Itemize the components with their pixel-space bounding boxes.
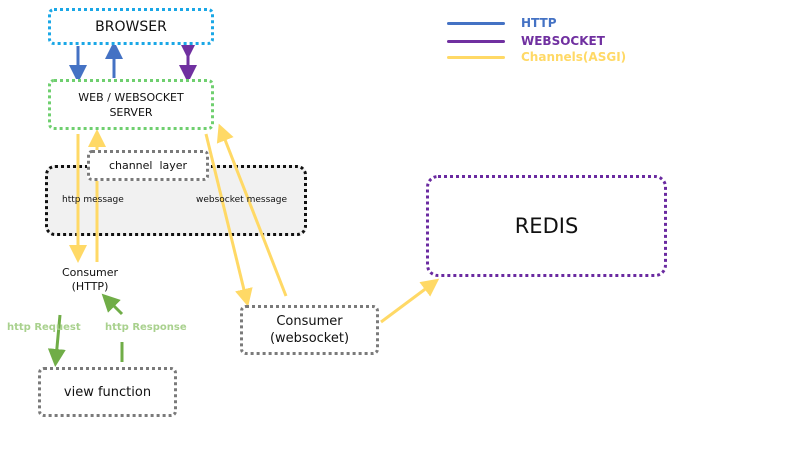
view-request-arrow (47, 314, 66, 367)
redis-label: REDIS (514, 214, 579, 238)
consumer-websocket-label: Consumer (websocket) (269, 314, 350, 346)
legend-websocket: WEBSOCKET (447, 34, 605, 48)
view-function-label: view function (63, 384, 152, 400)
view-response-head (101, 293, 124, 316)
legend-asgi-swatch (447, 55, 505, 59)
consumer-http-node: Consumer (HTTP) (61, 266, 119, 293)
redis-node: REDIS (426, 175, 667, 277)
web-server-label: WEB / WEBSOCKET SERVER (78, 90, 184, 119)
http-request-label: http Request (7, 322, 81, 333)
legend-asgi: Channels(ASGI) (447, 50, 626, 64)
websocket-message-label: websocket message (196, 195, 288, 205)
legend-http-swatch (447, 21, 505, 25)
consumer-websocket-node: Consumer (websocket) (240, 305, 379, 355)
asgi-ws-up-arrow (216, 123, 288, 297)
browser-node: BROWSER (48, 8, 214, 45)
legend-http: HTTP (447, 16, 556, 30)
view-function-node: view function (38, 367, 177, 417)
channel-layer-node: channel layer (87, 150, 209, 181)
http-message-label: http message (62, 195, 124, 205)
browser-label: BROWSER (95, 18, 167, 35)
channel-layer-label: channel layer (108, 159, 188, 172)
http-response-label: http Response (105, 322, 187, 333)
legend-http-label: HTTP (521, 16, 557, 30)
web-server-node: WEB / WEBSOCKET SERVER (48, 79, 214, 130)
legend-websocket-label: WEBSOCKET (521, 34, 605, 48)
legend-asgi-label: Channels(ASGI) (521, 50, 627, 64)
legend-websocket-swatch (447, 39, 505, 43)
asgi-ws-down-arrow (204, 133, 253, 307)
consumer-to-redis-arrow (380, 278, 440, 324)
